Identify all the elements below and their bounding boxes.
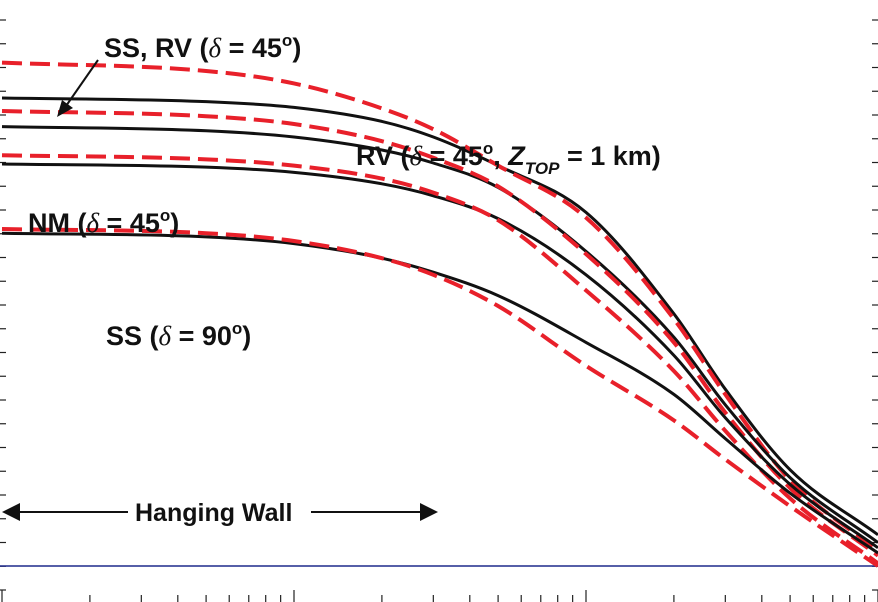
hanging-wall-arrowhead-right	[420, 503, 438, 521]
series-line-7	[1, 231, 878, 555]
series-line-8	[1, 227, 878, 568]
annotation-nm: NM (δ = 45o)	[28, 206, 179, 238]
annotation-rv-ztop: RV (δ = 45o, ZTOP = 1 km)	[356, 139, 661, 178]
series-line-4	[1, 109, 878, 558]
series-line-2	[1, 60, 878, 552]
hanging-wall-arrowhead-left	[2, 503, 20, 521]
annotation-arrow-head	[57, 100, 73, 117]
hanging-wall-label: Hanging Wall	[135, 499, 292, 527]
series-line-6	[1, 153, 878, 566]
annotation-arrow-shaft	[65, 59, 99, 107]
axis-ticks	[0, 19, 878, 602]
annotation-ss-rv: SS, RV (δ = 45o)	[104, 31, 301, 63]
annotation-ss: SS (δ = 90o)	[106, 319, 251, 351]
series-curves	[1, 60, 878, 568]
